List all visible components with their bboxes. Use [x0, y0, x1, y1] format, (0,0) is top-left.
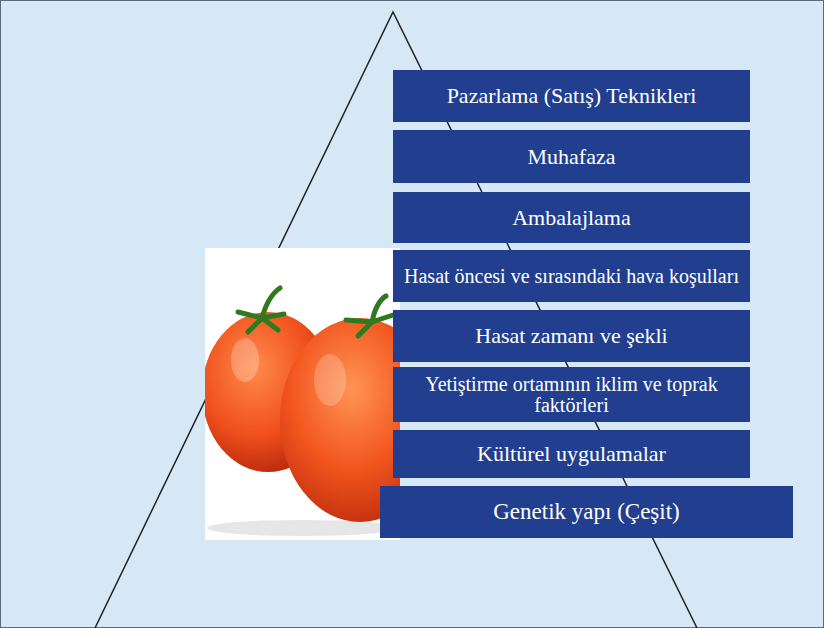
band-label: Kültürel uygulamalar	[477, 442, 666, 465]
band-label: Pazarlama (Satış) Teknikleri	[447, 84, 697, 107]
pyramid-band: Muhafaza	[393, 130, 750, 183]
pyramid-band: Pazarlama (Satış) Teknikleri	[393, 70, 750, 122]
band-label: Muhafaza	[528, 145, 616, 168]
pyramid-band: Ambalajlama	[393, 192, 750, 243]
pyramid-band: Hasat zamanı ve şekli	[393, 310, 750, 362]
band-label: Yetiştirme ortamının iklim ve toprak fak…	[401, 374, 742, 416]
pyramid-band: Kültürel uygulamalar	[393, 430, 750, 478]
band-label: Hasat zamanı ve şekli	[475, 324, 667, 347]
band-label: Hasat öncesi ve sırasındaki hava koşulla…	[404, 266, 739, 287]
pyramid-band: Yetiştirme ortamının iklim ve toprak fak…	[393, 367, 750, 422]
tomato-picture	[205, 248, 400, 540]
band-label: Ambalajlama	[512, 206, 631, 229]
pyramid-band: Genetik yapı (Çeşit)	[380, 486, 793, 538]
band-label: Genetik yapı (Çeşit)	[493, 500, 680, 524]
pyramid-band: Hasat öncesi ve sırasındaki hava koşulla…	[393, 250, 750, 302]
